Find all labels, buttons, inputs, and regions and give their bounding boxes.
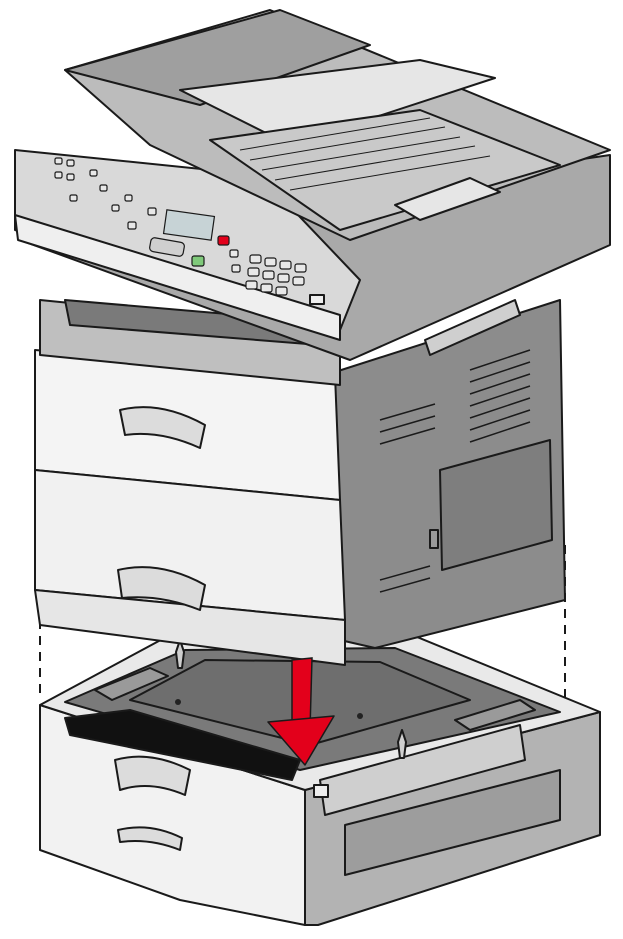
side-vent-group-upper — [469, 349, 531, 443]
start-button-icon — [191, 255, 205, 267]
tray-paper-slot — [64, 709, 301, 781]
printer-tray-handle — [117, 566, 206, 611]
printer-main-body — [14, 9, 611, 666]
printer-drawer-handle — [119, 406, 206, 449]
adf-feeder-body — [64, 9, 371, 106]
tray-lower-lip — [117, 826, 183, 851]
side-vent-group-left — [379, 403, 436, 593]
adf-input-tray — [179, 59, 496, 146]
tray-guide-left — [94, 667, 169, 701]
arrow-down-icon — [267, 657, 335, 766]
tray-alignment-post-right — [397, 729, 407, 759]
scanner-side-handle — [424, 299, 521, 356]
usb-port-icon — [309, 294, 325, 305]
lcd-display — [162, 209, 216, 241]
control-panel-front-edge — [14, 214, 341, 341]
cancel-button-icon — [217, 235, 230, 246]
insertion-arrow-head — [267, 715, 335, 766]
tray-guide-right — [454, 699, 536, 731]
tray-right-recess — [344, 769, 561, 876]
mode-buttons — [54, 157, 241, 273]
keypad-buttons — [245, 254, 307, 296]
control-panel-buttons — [54, 157, 307, 296]
adf-tray-ribs — [239, 117, 491, 191]
side-door-latch — [429, 529, 439, 549]
tray-floor-hole — [357, 713, 363, 719]
printer-front-bottom-lip — [34, 589, 346, 666]
navigation-arrows-icon — [149, 237, 185, 257]
tray-right-rail — [319, 724, 526, 816]
printer-side-access-door — [439, 439, 553, 571]
optional-tray-unit — [39, 629, 601, 926]
adf-paper-stop — [394, 177, 501, 221]
tray-floor-hole — [175, 699, 181, 705]
tray-front-handle — [114, 755, 191, 796]
tray-connector — [313, 784, 329, 798]
